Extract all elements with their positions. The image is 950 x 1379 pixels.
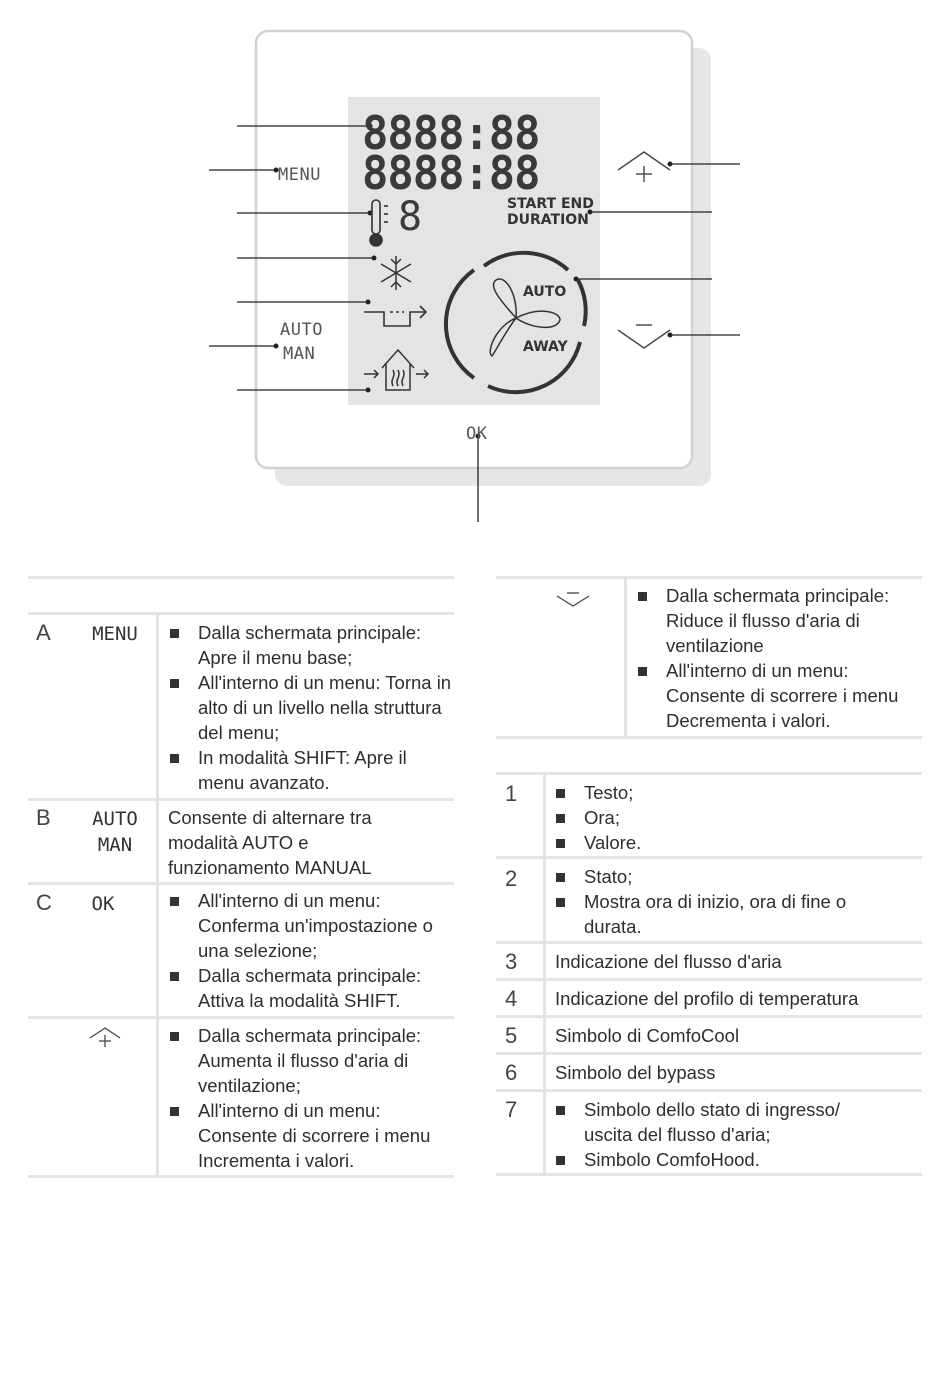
auto-button-label[interactable]: AUTO <box>280 320 323 340</box>
bypass-icon <box>364 305 428 327</box>
minus-arrow-icon <box>617 324 671 349</box>
row-number-6: 6 <box>505 1060 518 1085</box>
lcd-screen <box>348 97 600 405</box>
fan-auto-label: AUTO <box>523 284 567 300</box>
list-item: Dalla schermata principale: Attiva la mo… <box>168 963 453 1013</box>
row-2-description: Stato; Mostra ora di inizio, ora di fine… <box>554 864 894 939</box>
list-item: All'interno di un menu: Torna in alto di… <box>168 670 453 745</box>
row-number-1: 1 <box>505 781 518 806</box>
lcd-digit: 8 <box>398 194 423 240</box>
list-item: Simbolo ComfoHood. <box>554 1147 874 1172</box>
row-5-description: Simbolo di ComfoCool <box>555 1025 740 1046</box>
lcd-bottom-segments: 8888:88 <box>362 146 540 200</box>
row-b-description: Consente di alternare tra modalità AUTO … <box>168 807 372 878</box>
list-item: Testo; <box>554 780 914 805</box>
man-control-label: MAN <box>97 834 133 856</box>
list-item: Dalla schermata principale: Aumenta il f… <box>168 1023 453 1098</box>
menu-control-label: MENU <box>92 623 138 645</box>
row-number-7: 7 <box>505 1097 518 1122</box>
plus-arrow-icon <box>617 151 671 182</box>
row-plus-description: Dalla schermata principale: Aumenta il f… <box>168 1023 453 1173</box>
row-number-4: 4 <box>505 986 518 1011</box>
ok-button[interactable]: OK <box>466 424 488 444</box>
row-4-description: Indicazione del profilo di temperatura <box>555 988 859 1009</box>
man-button-label[interactable]: MAN <box>283 344 316 364</box>
row-7-description: Simbolo dello stato di ingresso/ uscita … <box>554 1097 874 1172</box>
thermometer-icon <box>369 199 388 247</box>
row-number-2: 2 <box>505 866 518 891</box>
list-item: Simbolo dello stato di ingresso/ uscita … <box>554 1097 874 1147</box>
device-illustration: 8888:88 8888:88 8 START END DURATION AUT… <box>0 0 950 540</box>
auto-control-label: AUTO <box>92 808 138 830</box>
house-airflow-icon <box>364 348 430 391</box>
row-6-description: Simbolo del bypass <box>555 1062 716 1083</box>
row-letter-b: B <box>36 805 51 830</box>
row-number-3: 3 <box>505 949 518 974</box>
ok-control-label: OK <box>91 893 115 915</box>
list-item: All'interno di un menu: Consente di scor… <box>636 658 921 733</box>
list-item: All'interno di un menu: Consente di scor… <box>168 1098 453 1173</box>
row-3-description: Indicazione del flusso d'aria <box>555 951 782 972</box>
plus-arrow-icon <box>89 1027 121 1047</box>
list-item: All'interno di un menu: Conferma un'impo… <box>168 888 453 963</box>
snowflake-icon <box>380 256 412 290</box>
fan-icon <box>444 250 588 395</box>
list-item: Ora; <box>554 805 914 830</box>
row-c-description: All'interno di un menu: Conferma un'impo… <box>168 888 453 1013</box>
row-a-description: Dalla schermata principale: Apre il menu… <box>168 620 453 795</box>
list-item: Dalla schermata principale: Riduce il fl… <box>636 583 921 658</box>
minus-arrow-icon <box>556 592 590 607</box>
row-number-5: 5 <box>505 1023 518 1048</box>
fan-away-label: AWAY <box>523 339 568 355</box>
menu-button[interactable]: MENU <box>278 165 321 185</box>
row-minus-description: Dalla schermata principale: Riduce il fl… <box>636 583 921 733</box>
row-letter-c: C <box>36 890 52 915</box>
device-drawing <box>209 29 740 522</box>
lcd-duration: DURATION <box>507 212 589 228</box>
list-item: In modalità SHIFT: Apre il menu avanzato… <box>168 745 453 795</box>
row-1-description: Testo; Ora; Valore. <box>554 780 914 855</box>
row-letter-a: A <box>36 620 51 645</box>
lcd-top-segments: 8888:88 <box>362 106 540 160</box>
list-item: Valore. <box>554 830 914 855</box>
list-item: Mostra ora di inizio, ora di fine o dura… <box>554 889 894 939</box>
list-item: Stato; <box>554 864 894 889</box>
list-item: Dalla schermata principale: Apre il menu… <box>168 620 453 670</box>
lcd-start-end: START END <box>507 196 594 212</box>
